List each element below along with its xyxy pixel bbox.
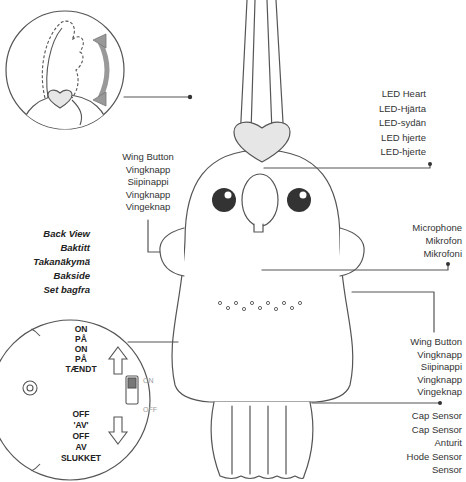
part-label: LED-hjerte bbox=[381, 146, 426, 157]
view-label: Bakside bbox=[54, 270, 90, 281]
part-label: Vingeknap bbox=[126, 201, 171, 212]
circle-border bbox=[0, 320, 150, 480]
part-label: Vingknapp bbox=[417, 374, 462, 385]
part-label: LED-Hjärta bbox=[379, 103, 426, 114]
part-label: Vingknapp bbox=[126, 164, 171, 175]
part-label: Mikrofon bbox=[426, 235, 462, 246]
switch-position-label: PÅ bbox=[75, 334, 87, 344]
switch-mark: OFF bbox=[143, 405, 157, 415]
part-label: LED hjerte bbox=[381, 132, 426, 143]
switch-mark: ON bbox=[143, 376, 154, 386]
switch-position-label: TÆNDT bbox=[65, 364, 96, 374]
switch-position-label: SLUKKET bbox=[61, 453, 101, 463]
part-label: Wing Button bbox=[122, 151, 174, 162]
part-label: Cap Sensor bbox=[412, 424, 462, 435]
switch-position-label: 'AV' bbox=[73, 420, 88, 430]
back-view-circle: ONPÅONPÅTÆNDTOFF'AV'OFFAVSLUKKETONOFF bbox=[0, 319, 151, 481]
part-label: LED-sydän bbox=[379, 117, 426, 128]
part-label: Hode Sensor bbox=[407, 451, 462, 462]
part-label: Cap Sensor bbox=[412, 410, 462, 421]
part-label: Sensor bbox=[432, 464, 462, 475]
switch-position-label: OFF bbox=[73, 431, 90, 441]
switch-position-label: ON bbox=[75, 324, 88, 334]
switch-position-label: OFF bbox=[73, 409, 90, 419]
part-label: Anturit bbox=[435, 437, 462, 448]
switch-position-label: ON bbox=[75, 344, 88, 354]
part-label: Vingknapp bbox=[126, 189, 171, 200]
part-label: Vingeknap bbox=[417, 386, 462, 397]
switch-position-label: AV bbox=[75, 442, 86, 452]
part-label: Siipinappi bbox=[421, 361, 462, 372]
part-label: Wing Button bbox=[410, 336, 462, 347]
view-label: Takanäkymä bbox=[33, 256, 90, 267]
view-label: Set bagfra bbox=[44, 284, 90, 295]
view-label: Back View bbox=[43, 228, 90, 239]
part-label: Microphone bbox=[412, 222, 462, 233]
view-label: Baktitt bbox=[60, 242, 90, 253]
part-label: Siipinappi bbox=[127, 176, 168, 187]
part-label: LED Heart bbox=[382, 88, 426, 99]
part-label: Mikrofoni bbox=[423, 248, 462, 259]
switch-position-label: PÅ bbox=[75, 354, 87, 364]
part-label: Vingknapp bbox=[417, 349, 462, 360]
